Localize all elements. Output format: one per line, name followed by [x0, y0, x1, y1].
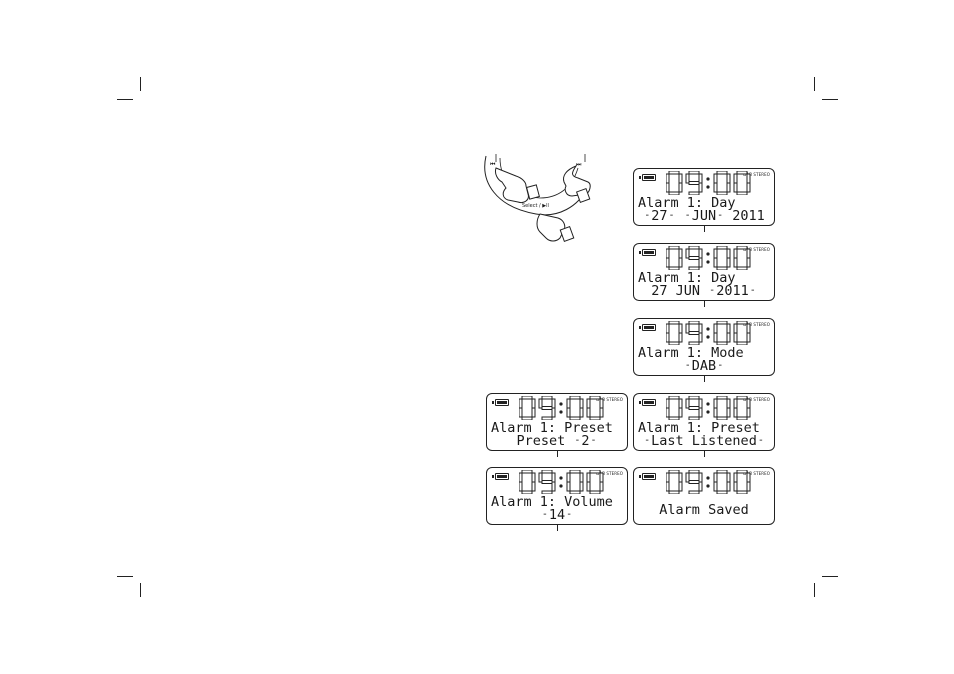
- callout-line: [557, 451, 558, 457]
- crop-mark-top-right-v: [814, 77, 815, 91]
- crop-mark-bottom-left-h: [117, 576, 133, 577]
- flashing-value: DAB: [684, 359, 724, 373]
- select-button-label[interactable]: Select / ▶ll: [522, 203, 549, 209]
- flashing-value: 14: [541, 508, 573, 522]
- time-display: [666, 321, 751, 345]
- time-display: [666, 396, 751, 420]
- callout-line: [704, 376, 705, 382]
- battery-icon: [642, 174, 656, 181]
- lcd-line-2: Last Listened: [634, 434, 774, 448]
- battery-icon: [642, 399, 656, 406]
- callout-line: [704, 226, 705, 232]
- crop-mark-top-left-h: [117, 99, 133, 100]
- crop-mark-top-left-v: [140, 77, 141, 91]
- crop-mark-bottom-left-v: [140, 583, 141, 597]
- battery-icon: [642, 473, 656, 480]
- lcd-line-2: Alarm Saved: [634, 503, 774, 517]
- battery-icon: [642, 324, 656, 331]
- flashing-value: 2: [573, 434, 597, 448]
- flashing-value: Last Listened: [643, 434, 765, 448]
- crop-mark-bottom-right-v: [814, 583, 815, 597]
- callout-line: [557, 525, 558, 531]
- lcd-line-2: 27 JUN 2011: [634, 284, 774, 298]
- flashing-value: JUN: [684, 209, 724, 223]
- prev-button-icon[interactable]: ⏮: [490, 161, 495, 169]
- battery-icon: [642, 249, 656, 256]
- time-display: [519, 396, 604, 420]
- time-display: [519, 470, 604, 494]
- battery-icon: [495, 473, 509, 480]
- next-button-icon[interactable]: ⏭: [576, 161, 581, 169]
- control-panel-illustration: ⏮ ⏭ Select / ▶ll: [478, 152, 593, 252]
- battery-icon: [495, 399, 509, 406]
- crop-mark-top-right-h: [822, 99, 838, 100]
- lcd-line-2: Preset 2: [487, 434, 627, 448]
- lcd-line-2: 27 JUN 2011: [634, 209, 774, 223]
- callout-line: [704, 301, 705, 307]
- lcd-line-2: 14: [487, 508, 627, 522]
- time-display: [666, 246, 751, 270]
- time-display: [666, 470, 751, 494]
- flashing-value: 27: [643, 209, 675, 223]
- crop-mark-bottom-right-h: [822, 576, 838, 577]
- time-display: [666, 171, 751, 195]
- lcd-line-2: DAB: [634, 359, 774, 373]
- callout-line: [704, 451, 705, 457]
- flashing-value: 2011: [708, 284, 757, 298]
